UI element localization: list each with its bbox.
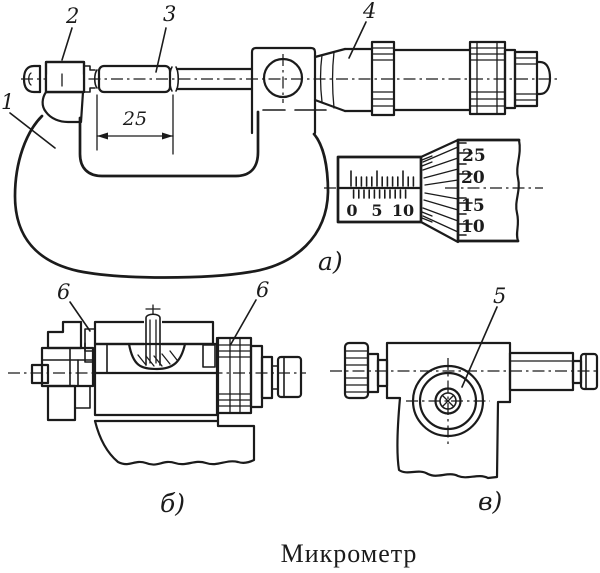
view-section-b: 6 6 б) xyxy=(8,278,306,518)
figure-title: Микрометр xyxy=(281,539,418,568)
thimble-number-10: 10 xyxy=(461,217,485,237)
frame-boss xyxy=(250,46,317,135)
thimble-cone xyxy=(419,138,460,244)
sleeve-number-10: 10 xyxy=(392,201,414,220)
seat-hatch xyxy=(137,350,178,367)
sleeve-upper-ticks xyxy=(350,170,415,187)
frame-inner-edge xyxy=(78,110,260,178)
view-side-micrometer: 25 xyxy=(1,0,558,279)
screw-slot xyxy=(442,395,454,407)
callout-5-cap: 5 xyxy=(493,284,506,308)
end-knob xyxy=(276,355,303,399)
ratchet-knurling xyxy=(515,57,537,101)
thimble-torn-edge xyxy=(515,138,521,243)
knob-knurl-lines xyxy=(345,350,368,393)
caption-view-v: в) xyxy=(478,487,502,516)
thimble-scale-body: 25 20 15 10 xyxy=(445,138,543,243)
nut-knurling xyxy=(218,337,251,414)
frame-fragment-v xyxy=(385,396,512,480)
frame-outer-edge xyxy=(13,114,330,279)
lock-ring-knurling xyxy=(372,47,394,107)
callouts-section: 6 6 xyxy=(57,278,269,345)
caption-view-b: б) xyxy=(160,489,185,518)
caption-view-a: а) xyxy=(318,247,343,276)
thimble-cap-knurling xyxy=(470,41,505,115)
thimble-ticks xyxy=(457,142,473,236)
callout-4-thimble: 4 xyxy=(362,0,376,23)
callout-1-frame: 1 xyxy=(1,90,14,114)
callout-6-left: 6 xyxy=(57,280,70,304)
sleeve-lower-ticks xyxy=(352,189,407,199)
scale-inset: 0 5 10 xyxy=(324,138,543,244)
callout-6-right: 6 xyxy=(256,278,269,302)
barrel-and-thimble xyxy=(343,40,552,117)
half-round-seat xyxy=(127,342,187,371)
clamp-hatched-block xyxy=(46,320,83,350)
big-knurled-nut xyxy=(216,336,253,415)
dimension-25: 25 xyxy=(96,94,174,155)
lock-ring xyxy=(370,40,396,117)
stem-cone xyxy=(313,47,347,113)
sleeve-number-0: 0 xyxy=(346,201,357,220)
spindle xyxy=(175,67,254,91)
front-body xyxy=(385,341,512,480)
front-right-shaft xyxy=(508,351,599,392)
thimble-number-20: 20 xyxy=(461,168,485,188)
frame-fragment-b xyxy=(93,412,256,466)
left-clamp-assembly xyxy=(30,320,96,422)
dimension-25-value: 25 xyxy=(122,108,147,130)
view-front-v: 5 в) xyxy=(330,284,599,516)
frame xyxy=(13,109,330,279)
ratchet-knurl xyxy=(513,50,539,108)
thimble-knurled-cap xyxy=(468,40,507,116)
sleeve-number-5: 5 xyxy=(371,201,382,220)
sleeve-scale-body xyxy=(336,155,423,224)
cone-fan-lines xyxy=(421,146,459,233)
thimble-number-15: 15 xyxy=(461,196,485,216)
barrel-lower xyxy=(93,371,219,417)
callouts-side-view: 1 2 3 4 xyxy=(1,0,376,149)
knurled-thumb xyxy=(46,384,77,422)
cap-and-screw xyxy=(84,304,215,371)
thimble-number-25: 25 xyxy=(462,146,486,166)
callout-front: 5 xyxy=(461,284,506,388)
ratchet-dome xyxy=(535,60,552,96)
adjusting-nuts xyxy=(216,336,303,415)
anvil-assembly xyxy=(22,60,98,124)
callout-2-anvil: 2 xyxy=(65,4,79,28)
anvil-dome-tip xyxy=(22,64,42,94)
callout-3-setting-rod: 3 xyxy=(163,2,176,26)
anvil-hatched-foot xyxy=(41,90,85,124)
